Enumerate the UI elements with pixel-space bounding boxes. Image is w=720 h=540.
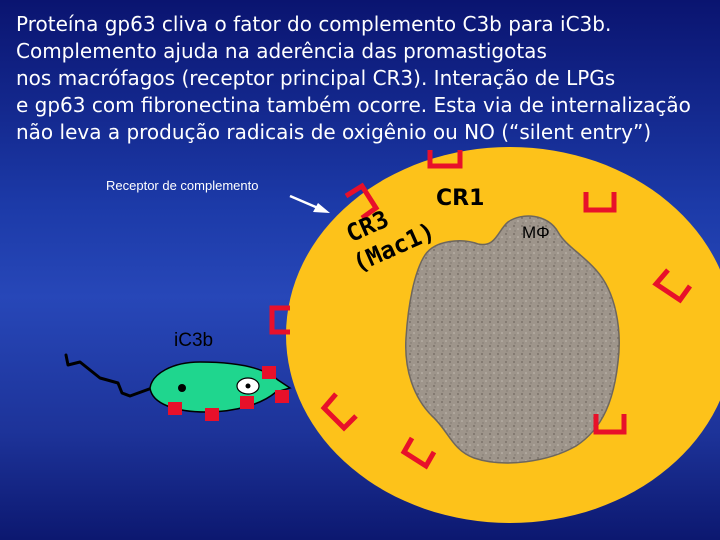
receptor-bottom-right bbox=[593, 414, 627, 435]
receptor-top-right bbox=[583, 192, 617, 213]
heading-line: não leva a produção radicais de oxigênio… bbox=[16, 120, 652, 144]
heading-line: e gp63 com fibronectina também ocorre. E… bbox=[16, 93, 691, 117]
parasite-body bbox=[149, 361, 292, 413]
ic3b-molecule bbox=[168, 402, 182, 415]
ic3b-molecule bbox=[262, 366, 276, 379]
macrophage-nucleus bbox=[405, 215, 620, 464]
heading-line: Complemento ajuda na aderência das proma… bbox=[16, 39, 547, 63]
heading-line: Proteína gp63 cliva o fator do complemen… bbox=[16, 12, 612, 36]
receptor-bottom-left bbox=[320, 392, 358, 432]
receptor-cr3 bbox=[344, 182, 380, 221]
complement-receptor-label: Receptor de complemento bbox=[106, 178, 259, 193]
receptor-cr1-top bbox=[427, 150, 463, 169]
promastigote bbox=[64, 353, 292, 421]
receptor-bottom bbox=[400, 436, 437, 470]
slide-heading: Proteína gp63 cliva o fator do complemen… bbox=[16, 11, 720, 146]
cr1-label: CR1 bbox=[436, 186, 485, 211]
ic3b-molecule bbox=[205, 408, 219, 421]
receptor-left bbox=[269, 305, 290, 335]
ic3b-label: iC3b bbox=[174, 330, 214, 351]
ic3b-molecules bbox=[168, 366, 289, 421]
heading-line: nos macrófagos (receptor principal CR3).… bbox=[16, 66, 616, 90]
macrophage-label: MΦ bbox=[522, 223, 550, 242]
parasite-flagellum bbox=[64, 353, 154, 398]
receptor-right bbox=[652, 268, 693, 304]
parasite-kinetoplast bbox=[178, 384, 186, 392]
ic3b-molecule bbox=[240, 396, 254, 409]
receptor-group bbox=[269, 150, 693, 470]
ic3b-molecule bbox=[275, 390, 289, 403]
receptor-arrow bbox=[289, 194, 330, 213]
